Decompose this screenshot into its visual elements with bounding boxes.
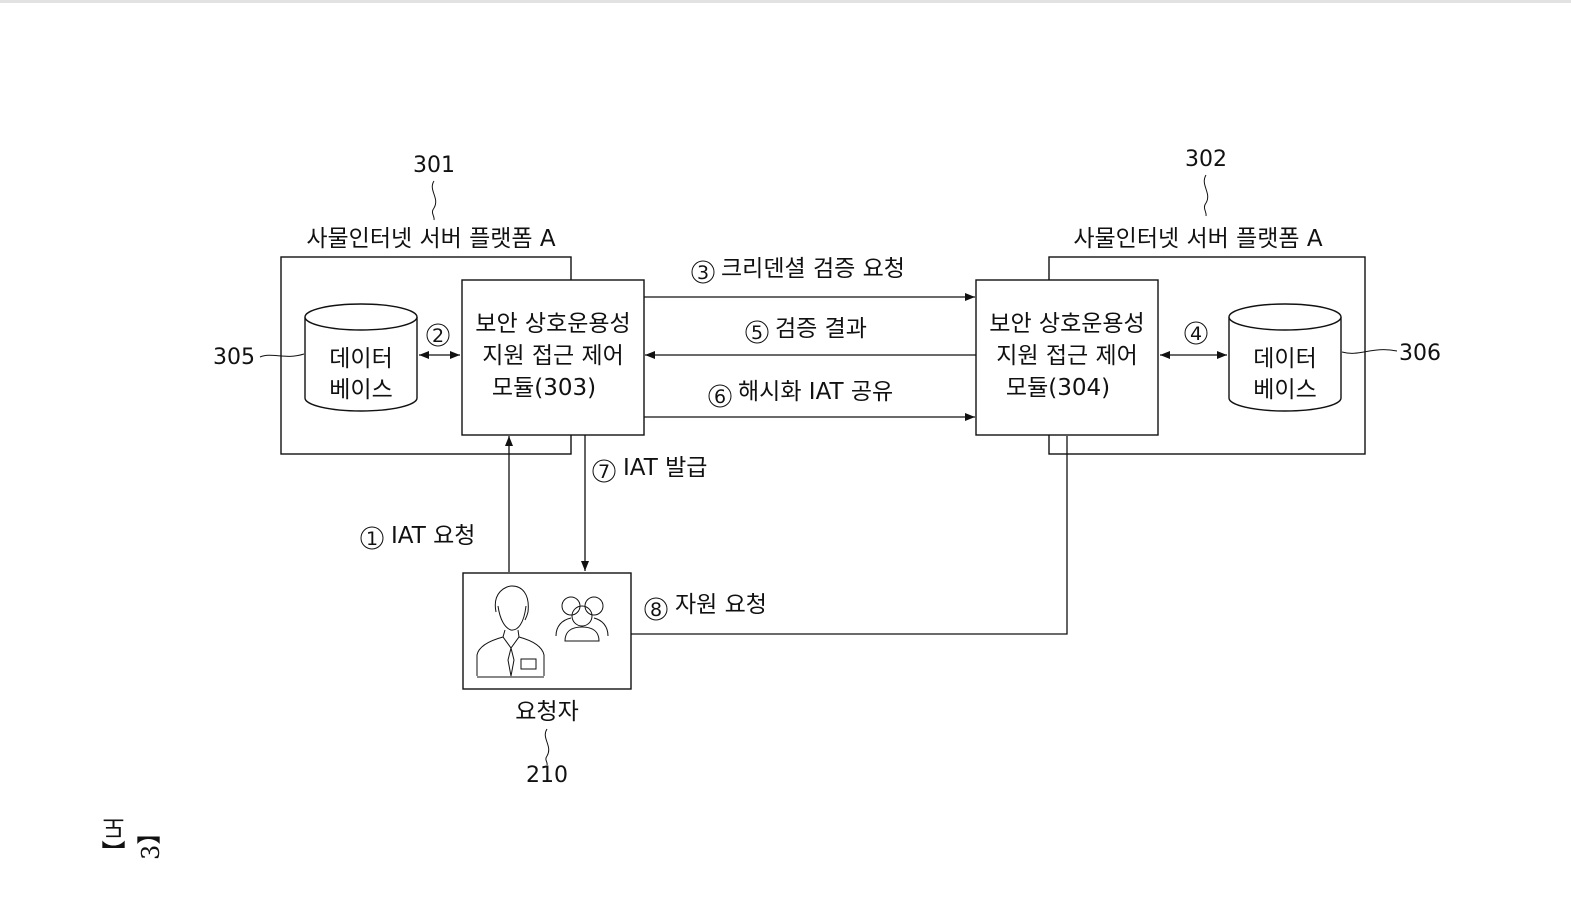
- module-304-line2: 지원 접근 제어: [996, 343, 1138, 369]
- svg-text:2: 2: [432, 325, 444, 347]
- step-1-label: 1 IAT 요청: [360, 523, 475, 550]
- svg-text:3: 3: [697, 262, 709, 284]
- figure-label: 【도 3】: [102, 816, 165, 864]
- step-2-marker: 2: [426, 323, 450, 347]
- top-border: [0, 0, 1571, 3]
- module-304-line1: 보안 상호운용성: [989, 311, 1144, 337]
- module-304-line3: 모듈(304): [1006, 375, 1110, 401]
- database-306-line2: 베이스: [1253, 377, 1316, 403]
- group-icon: [555, 596, 609, 642]
- module-303-line2: 지원 접근 제어: [482, 343, 624, 369]
- requester-label: 요청자: [515, 699, 578, 725]
- step-5-label: 5 검증 결과: [745, 316, 867, 344]
- svg-text:해시화 IAT 공유: 해시화 IAT 공유: [738, 379, 893, 405]
- svg-text:자원 요청: 자원 요청: [675, 592, 767, 618]
- module-303-line1: 보안 상호운용성: [475, 311, 630, 337]
- svg-text:1: 1: [366, 528, 378, 550]
- module-303-line3: 모듈(303): [492, 375, 596, 401]
- database-305-leader: [259, 353, 305, 358]
- svg-text:5: 5: [751, 322, 763, 344]
- module-303-box: [461, 279, 645, 436]
- requester: 요청자 210: [462, 572, 632, 788]
- step-7-label: 7 IAT 발급: [592, 455, 707, 483]
- platform-b-title: 사물인터넷 서버 플랫폼 A: [1073, 226, 1323, 252]
- database-305-line2: 베이스: [329, 377, 392, 403]
- platform-a: 301 사물인터넷 서버 플랫폼 A 데이터 베이스 305 보안 상호운용성 …: [213, 153, 645, 455]
- person-icon: [476, 585, 545, 678]
- requester-leader: [544, 728, 550, 766]
- database-306: 데이터 베이스: [1228, 303, 1342, 412]
- step-4-marker: 4: [1184, 321, 1208, 345]
- database-305-line1: 데이터: [329, 346, 392, 372]
- database-306-line1: 데이터: [1253, 346, 1316, 372]
- svg-text:IAT 발급: IAT 발급: [623, 455, 707, 481]
- database-305: 데이터 베이스: [304, 303, 418, 412]
- svg-text:검증 결과: 검증 결과: [775, 316, 867, 342]
- svg-text:IAT 요청: IAT 요청: [391, 523, 475, 549]
- svg-text:크리덴셜 검증 요청: 크리덴셜 검증 요청: [721, 256, 905, 282]
- svg-text:6: 6: [714, 386, 726, 408]
- database-305-ref: 305: [213, 345, 255, 370]
- platform-a-leader: [431, 180, 437, 221]
- requester-ref: 210: [526, 763, 568, 788]
- database-306-ref: 306: [1399, 341, 1441, 366]
- step-6-label: 6 해시화 IAT 공유: [708, 379, 893, 408]
- step-3-label: 3 크리덴셜 검증 요청: [691, 256, 905, 284]
- database-306-leader: [1341, 349, 1398, 354]
- module-304-box: [975, 279, 1159, 436]
- platform-a-ref: 301: [413, 153, 455, 178]
- step-8-label: 8 자원 요청: [644, 592, 767, 621]
- platform-b-leader: [1203, 174, 1209, 217]
- requester-box: [462, 572, 632, 690]
- platform-b: 302 사물인터넷 서버 플랫폼 A 보안 상호운용성 지원 접근 제어 모듈(…: [975, 147, 1441, 455]
- svg-text:8: 8: [650, 599, 662, 621]
- svg-text:4: 4: [1190, 323, 1202, 345]
- platform-b-ref: 302: [1185, 147, 1227, 172]
- platform-a-title: 사물인터넷 서버 플랫폼 A: [306, 226, 556, 252]
- line-step-8: [631, 436, 1068, 635]
- svg-text:7: 7: [598, 461, 610, 483]
